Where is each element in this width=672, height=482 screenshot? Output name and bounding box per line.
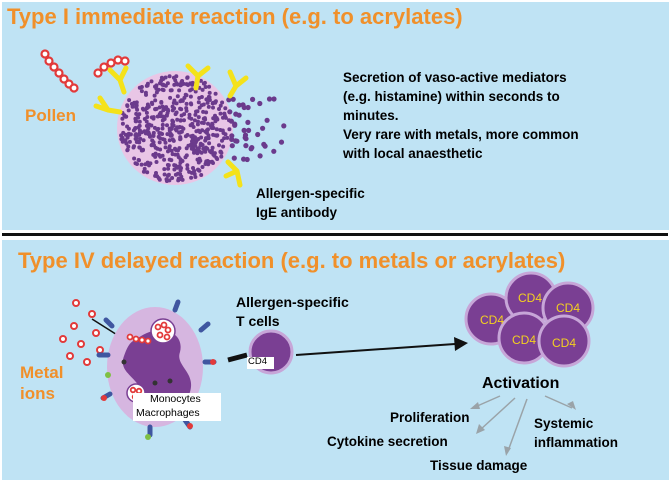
- label-line: Metal: [20, 363, 64, 382]
- t-cell-marker: CD4: [248, 356, 268, 367]
- label-line: Allergen-specific: [256, 186, 365, 201]
- metal-ions-label: Metal ions: [20, 362, 63, 404]
- tissue-damage-label: Tissue damage: [430, 458, 528, 473]
- label-line: IgE antibody: [256, 205, 337, 220]
- mast-cell: [117, 71, 287, 185]
- systemic-inflammation-label: Systemic inflammation: [534, 414, 618, 452]
- type1-panel: [2, 2, 669, 230]
- type4-title: Type IV delayed reaction (e.g. to metals…: [18, 248, 566, 273]
- metal-ions-icon: [59, 299, 104, 366]
- cytokine-secretion-label: Cytokine secretion: [327, 434, 448, 449]
- description-line: Very rare with metals, more common: [343, 127, 579, 142]
- cd4-marker: CD4: [512, 333, 537, 347]
- activation-label: Activation: [482, 375, 560, 392]
- activation-arrow: [295, 343, 456, 356]
- label-line: Allergen-specific: [236, 294, 349, 310]
- label-line: T cells: [236, 313, 280, 329]
- ige-antibody-label: Allergen-specific IgE antibody: [256, 184, 365, 222]
- macrophage-label: Monocytes Macrophages: [136, 392, 201, 420]
- type1-title: Type I immediate reaction (e.g. to acryl…: [7, 4, 463, 29]
- t-cell-label: Allergen-specific T cells: [236, 293, 349, 331]
- label-line: Systemic: [534, 416, 594, 431]
- outcome-arrows: [474, 395, 573, 452]
- pollen-icon: [40, 49, 130, 93]
- section-divider: [2, 233, 668, 236]
- type1-description: Secretion of vaso-active mediators (e.g.…: [343, 68, 643, 163]
- ige-antibody-icon: [93, 63, 249, 188]
- cd4-marker: CD4: [480, 313, 505, 327]
- label-line: ions: [20, 384, 55, 403]
- description-line: minutes.: [343, 108, 399, 123]
- label-line: Macrophages: [136, 407, 200, 419]
- cd4-marker: CD4: [518, 291, 543, 305]
- description-line: with local anaesthetic: [343, 146, 483, 161]
- pollen-label: Pollen: [25, 106, 77, 125]
- description-line: Secretion of vaso-active mediators: [343, 70, 567, 85]
- cd4-t-cell-cluster: [464, 271, 595, 368]
- description-line: (e.g. histamine) within seconds to: [343, 89, 560, 104]
- cd4-marker: CD4: [552, 336, 577, 350]
- macrophage-cell: [96, 299, 221, 440]
- label-line: Monocytes: [150, 393, 201, 405]
- label-line: inflammation: [534, 435, 619, 450]
- proliferation-label: Proliferation: [390, 410, 470, 425]
- cd4-marker: CD4: [556, 301, 581, 315]
- t-cell: [227, 329, 294, 375]
